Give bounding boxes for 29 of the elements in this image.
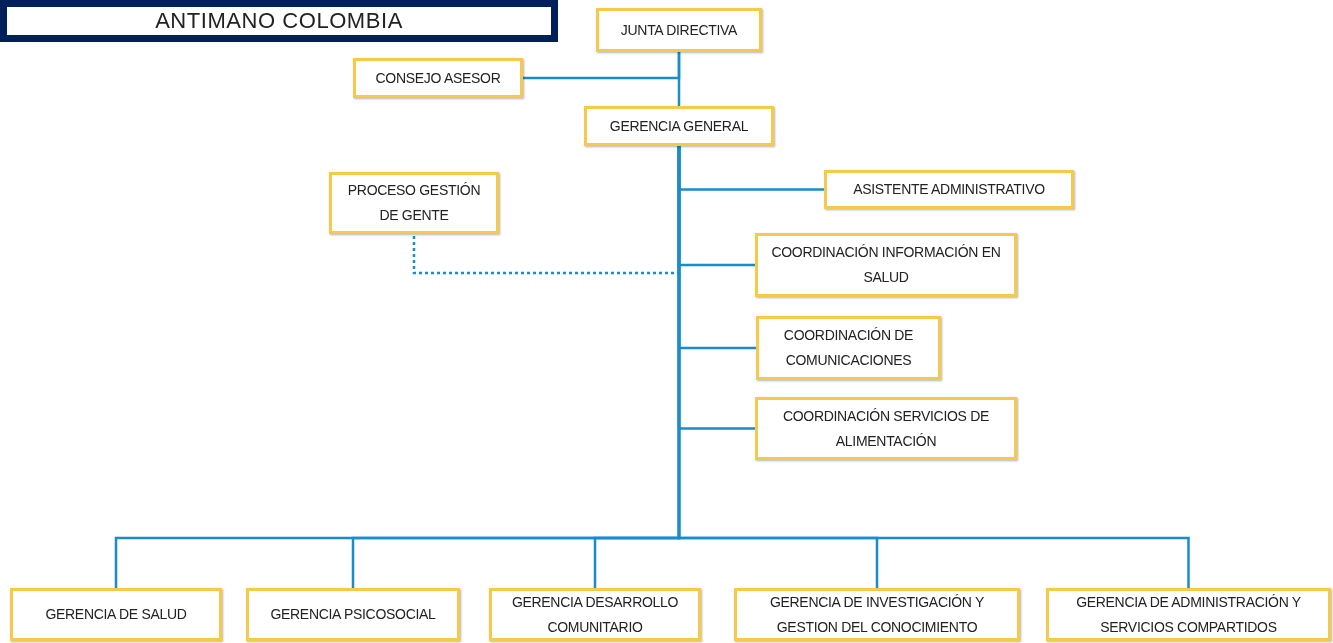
org-box <box>246 588 460 641</box>
box-label: GERENCIA DESARROLLO COMUNITARIO <box>510 592 680 637</box>
connector-line <box>677 146 1190 588</box>
box-label: CONSEJO ASESOR <box>375 68 501 88</box>
box-label: COORDINACIÓN DE COMUNICACIONES <box>782 326 915 370</box>
box-label: GERENCIA PSICOSOCIAL <box>270 605 436 624</box>
org-box <box>353 58 523 98</box>
box-label: COORDINACIÓN SERVICIOS DE ALIMENTACIÓN <box>781 406 991 451</box>
org-box <box>824 170 1074 209</box>
org-box <box>755 397 1017 460</box>
org-box <box>10 588 222 641</box>
connector-line <box>523 52 681 80</box>
org-box <box>329 172 499 234</box>
box-label: GERENCIA DE INVESTIGACIÓN Y GESTION DEL CONOCIMIENTO <box>768 592 986 637</box>
box-label: ASISTENTE ADMINISTRATIVO <box>853 180 1045 199</box>
title: ANTIMANO COLOMBIA <box>155 9 403 33</box>
box-label: COORDINACIÓN INFORMACIÓN EN SALUD <box>770 243 1002 287</box>
org-box <box>756 316 941 380</box>
org-box <box>734 588 1020 641</box>
org-box <box>584 106 774 146</box>
org-box <box>596 8 762 52</box>
box-label: GERENCIA DE ADMINISTRACIÓN Y SERVICIOS COMPARTIDOS <box>1075 592 1302 637</box>
box-label: GERENCIA DE SALUD <box>45 605 187 624</box>
org-box <box>489 588 701 641</box>
box-label: JUNTA DIRECTIVA <box>620 20 738 40</box>
box-label: PROCESO GESTIÓN DE GENTE <box>346 181 482 225</box>
box-label: GERENCIA GENERAL <box>609 116 749 136</box>
org-box <box>1046 588 1331 641</box>
org-box <box>755 233 1017 297</box>
